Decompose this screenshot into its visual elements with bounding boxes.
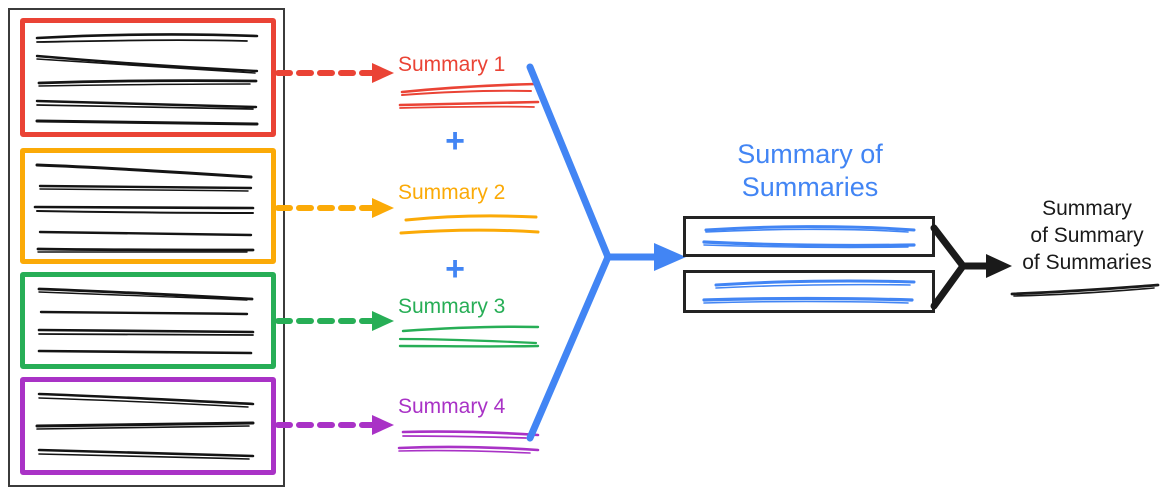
document-scribble-lines	[35, 392, 255, 460]
source-document-frame	[8, 8, 285, 487]
document-scribble-lines	[33, 163, 255, 253]
arrow-glyph	[275, 415, 394, 435]
dashed-arrow-purple	[275, 412, 396, 438]
final-summary-scribble	[1008, 282, 1163, 300]
summary-4-label: Summary 4	[398, 395, 506, 418]
summary-3-scribble	[398, 322, 543, 356]
sos-title-line-1: Summary of	[737, 139, 883, 169]
document-group-green[interactable]	[20, 272, 276, 369]
dashed-arrow-green	[275, 308, 396, 334]
plus-operator-1: +	[445, 122, 465, 160]
final-summary-line-1: Summary	[1042, 197, 1132, 220]
final-summary-line-3: of Summaries	[1022, 251, 1152, 274]
arrow-glyph	[275, 198, 394, 218]
plus-operator-2: +	[445, 250, 465, 288]
black-converging-arrow	[930, 222, 1016, 312]
document-group-red[interactable]	[20, 18, 276, 137]
arrow-glyph	[275, 63, 394, 83]
final-summary-line-2: of Summary	[1030, 224, 1144, 247]
arrow-glyph	[526, 63, 686, 442]
document-scribble-lines	[35, 33, 259, 126]
summary-block-3[interactable]: Summary 3	[398, 294, 558, 356]
sos-scribble-lines	[702, 279, 916, 304]
dashed-arrow-orange	[275, 195, 396, 221]
summary-of-summaries-box-1[interactable]	[683, 216, 935, 257]
summary-block-4[interactable]: Summary 4	[397, 394, 558, 456]
dashed-arrow-red	[275, 60, 396, 86]
document-group-orange[interactable]	[20, 148, 276, 264]
arrow-glyph	[275, 311, 394, 331]
summary-2-label: Summary 2	[398, 181, 506, 204]
sos-title-line-2: Summaries	[741, 172, 879, 202]
final-summary-title: Summary of Summary of Summaries	[1008, 195, 1166, 276]
summary-block-1[interactable]: Summary 1	[398, 52, 558, 114]
sos-scribble-lines	[702, 225, 916, 249]
document-group-purple[interactable]	[20, 377, 276, 475]
summary-4-scribble	[397, 422, 543, 456]
document-scribble-lines	[37, 287, 255, 355]
summary-1-label: Summary 1	[398, 53, 506, 76]
summary-block-2[interactable]: Summary 2	[398, 180, 558, 242]
summary-2-scribble	[398, 208, 543, 242]
summary-1-scribble	[398, 80, 543, 114]
summary-of-summaries-box-2[interactable]	[683, 270, 935, 313]
summary-3-label: Summary 3	[398, 295, 506, 318]
blue-converging-arrow	[520, 55, 690, 450]
summary-of-summaries-title: Summary of Summaries	[690, 138, 930, 204]
final-summary-block[interactable]: Summary of Summary of Summaries	[1008, 195, 1166, 300]
arrow-glyph	[930, 224, 1012, 310]
